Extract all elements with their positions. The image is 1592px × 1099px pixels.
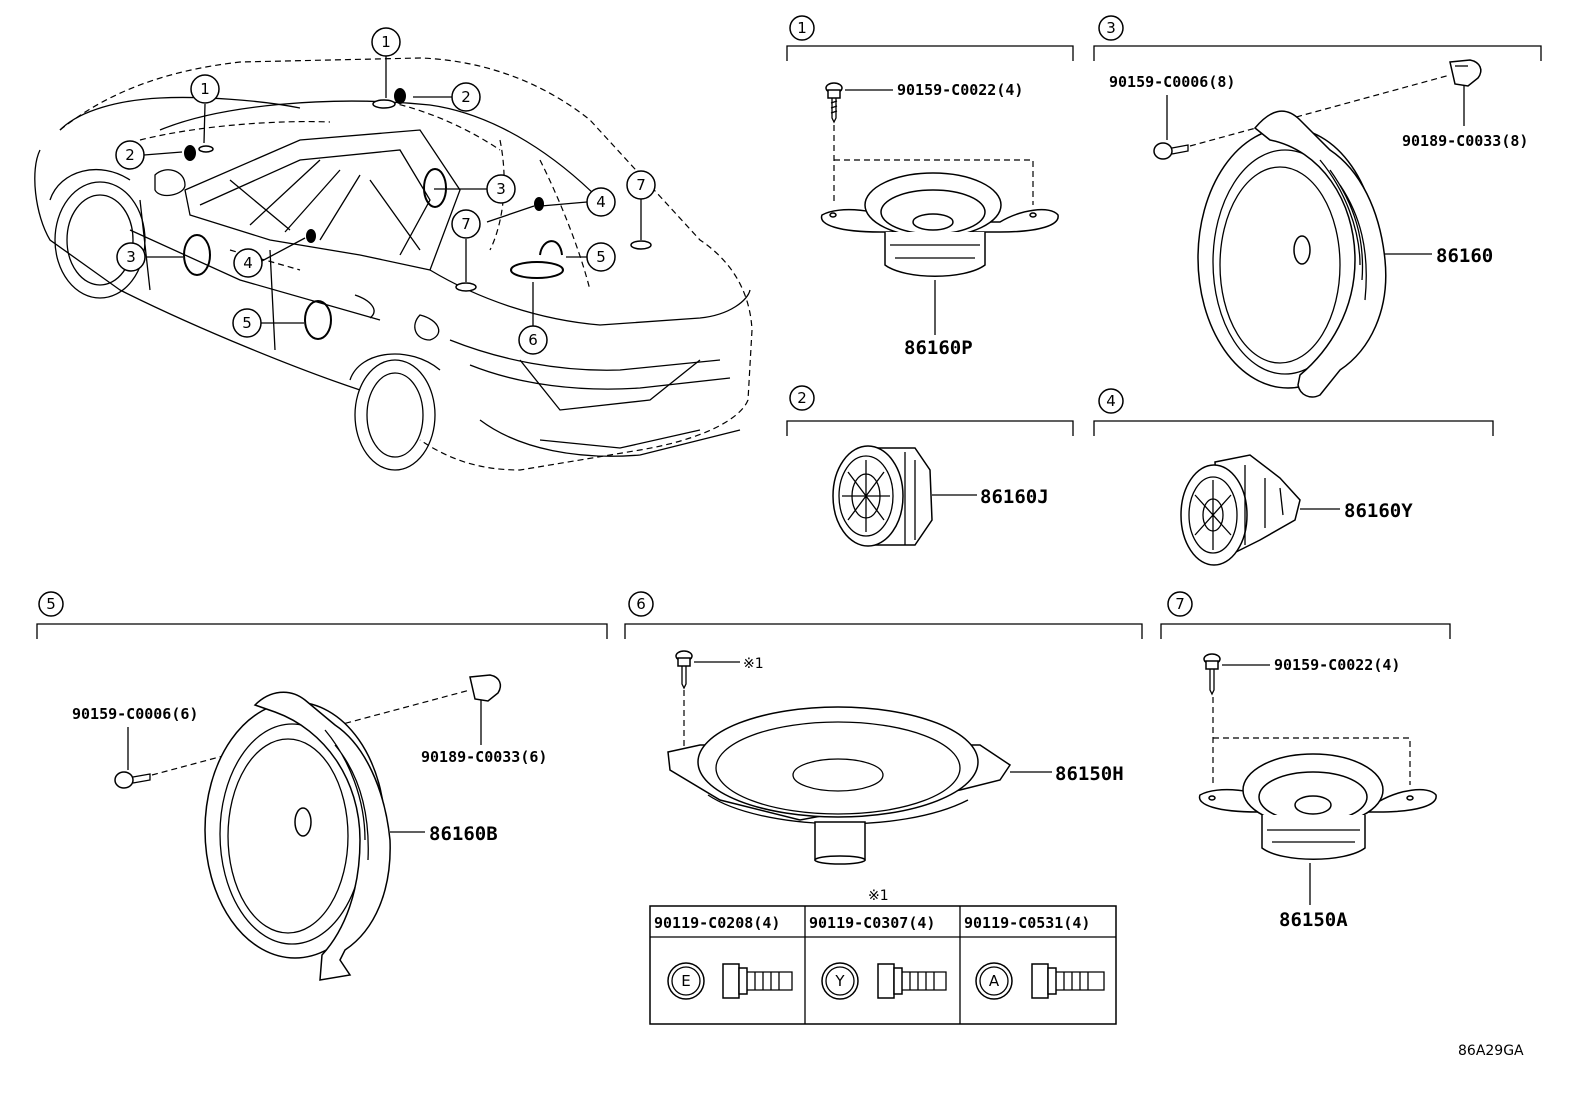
section-6: 6 ※1 86150H ※1 90119-C0208(4) 90119-C03: [624, 591, 1143, 1025]
part-86150A-label: 86150A: [1279, 909, 1348, 931]
section-5-number: 5: [46, 595, 56, 613]
part-90189-C0033-label: 90189-C0033(6): [421, 748, 547, 766]
svg-text:1: 1: [381, 33, 391, 51]
part-90159-C0022-label: 90159-C0022(4): [897, 81, 1023, 99]
part-90159-C0006-label: 90159-C0006(8): [1109, 73, 1235, 91]
bolt-mark-y: Y: [834, 972, 845, 990]
svg-text:7: 7: [636, 176, 646, 194]
svg-text:1: 1: [200, 80, 210, 98]
part-86160-label: 86160: [1436, 245, 1493, 267]
part-86160Y-label: 86160Y: [1344, 500, 1413, 522]
part-86150H-label: 86150H: [1055, 763, 1124, 785]
svg-text:3: 3: [126, 248, 136, 266]
bolt-icon: [114, 771, 151, 789]
bolt-table-col-1-part: 90119-C0208(4): [654, 914, 780, 932]
bolt-table-col-2-part: 90119-C0307(4): [809, 914, 935, 932]
section-2-number: 2: [797, 389, 807, 407]
section-2: 2 86160J: [786, 385, 1074, 547]
svg-text:5: 5: [242, 314, 252, 332]
part-86160P-label: 86160P: [904, 337, 973, 359]
part-90189-C0033-label: 90189-C0033(8): [1402, 132, 1528, 150]
note-mark-1: ※1: [743, 656, 764, 672]
part-86160B-label: 86160B: [429, 823, 498, 845]
svg-text:7: 7: [461, 215, 471, 233]
section-7: 7 90159-C0022(4) 86150A: [1160, 591, 1451, 931]
section-7-number: 7: [1175, 595, 1185, 613]
car-callouts: 1 2 1 2 3 4 3 7 4 7 5 6 5: [115, 27, 656, 355]
section-4-number: 4: [1106, 392, 1116, 410]
section-3-number: 3: [1106, 19, 1116, 37]
svg-text:5: 5: [596, 248, 606, 266]
tweeter-86160J: [832, 445, 933, 547]
svg-text:2: 2: [461, 88, 471, 106]
bolt-table: ※1 90119-C0208(4) 90119-C0307(4) 90119-C…: [649, 888, 1117, 1025]
bolt-icon: [1203, 653, 1221, 696]
bolt-table-col-3-part: 90119-C0531(4): [964, 914, 1090, 932]
speaker-86150H: [667, 706, 1012, 865]
speaker-86160P: [820, 172, 1059, 277]
speaker-86160: [1197, 110, 1387, 398]
bolt-icon: [1153, 142, 1189, 160]
car-illustration: [34, 56, 753, 471]
section-5: 5 90159-C0006(6) 90189-C0033(6) 86160B: [36, 591, 608, 981]
clip-icon: [1449, 59, 1482, 87]
tweeter-86160Y: [1180, 454, 1301, 566]
section-1-number: 1: [797, 19, 807, 37]
diagram-code: 86A29GA: [1458, 1043, 1524, 1059]
part-86160J-label: 86160J: [980, 486, 1049, 508]
part-90159-C0006-label: 90159-C0006(6): [72, 705, 198, 723]
clip-icon: [469, 674, 502, 702]
svg-text:4: 4: [243, 254, 253, 272]
svg-text:4: 4: [596, 193, 606, 211]
section-3: 3 90159-C0006(8) 90189-C0033(8) 86160: [1093, 15, 1542, 398]
part-90159-C0022-label: 90159-C0022(4): [1274, 656, 1400, 674]
svg-text:2: 2: [125, 146, 135, 164]
speaker-86150A: [1198, 753, 1437, 860]
bolt-mark-e: E: [681, 972, 690, 990]
bolt-mark-a: A: [989, 972, 1000, 990]
section-6-number: 6: [636, 595, 646, 613]
section-1: 1 90159-C0022(4) 86160P: [786, 15, 1074, 359]
speaker-86160B: [204, 691, 391, 981]
svg-text:3: 3: [496, 180, 506, 198]
svg-text:6: 6: [528, 331, 538, 349]
bolt-icon: [675, 650, 693, 690]
bolt-icon: [825, 82, 843, 124]
section-4: 4 86160Y: [1093, 388, 1494, 566]
bolt-table-title: ※1: [868, 888, 889, 904]
